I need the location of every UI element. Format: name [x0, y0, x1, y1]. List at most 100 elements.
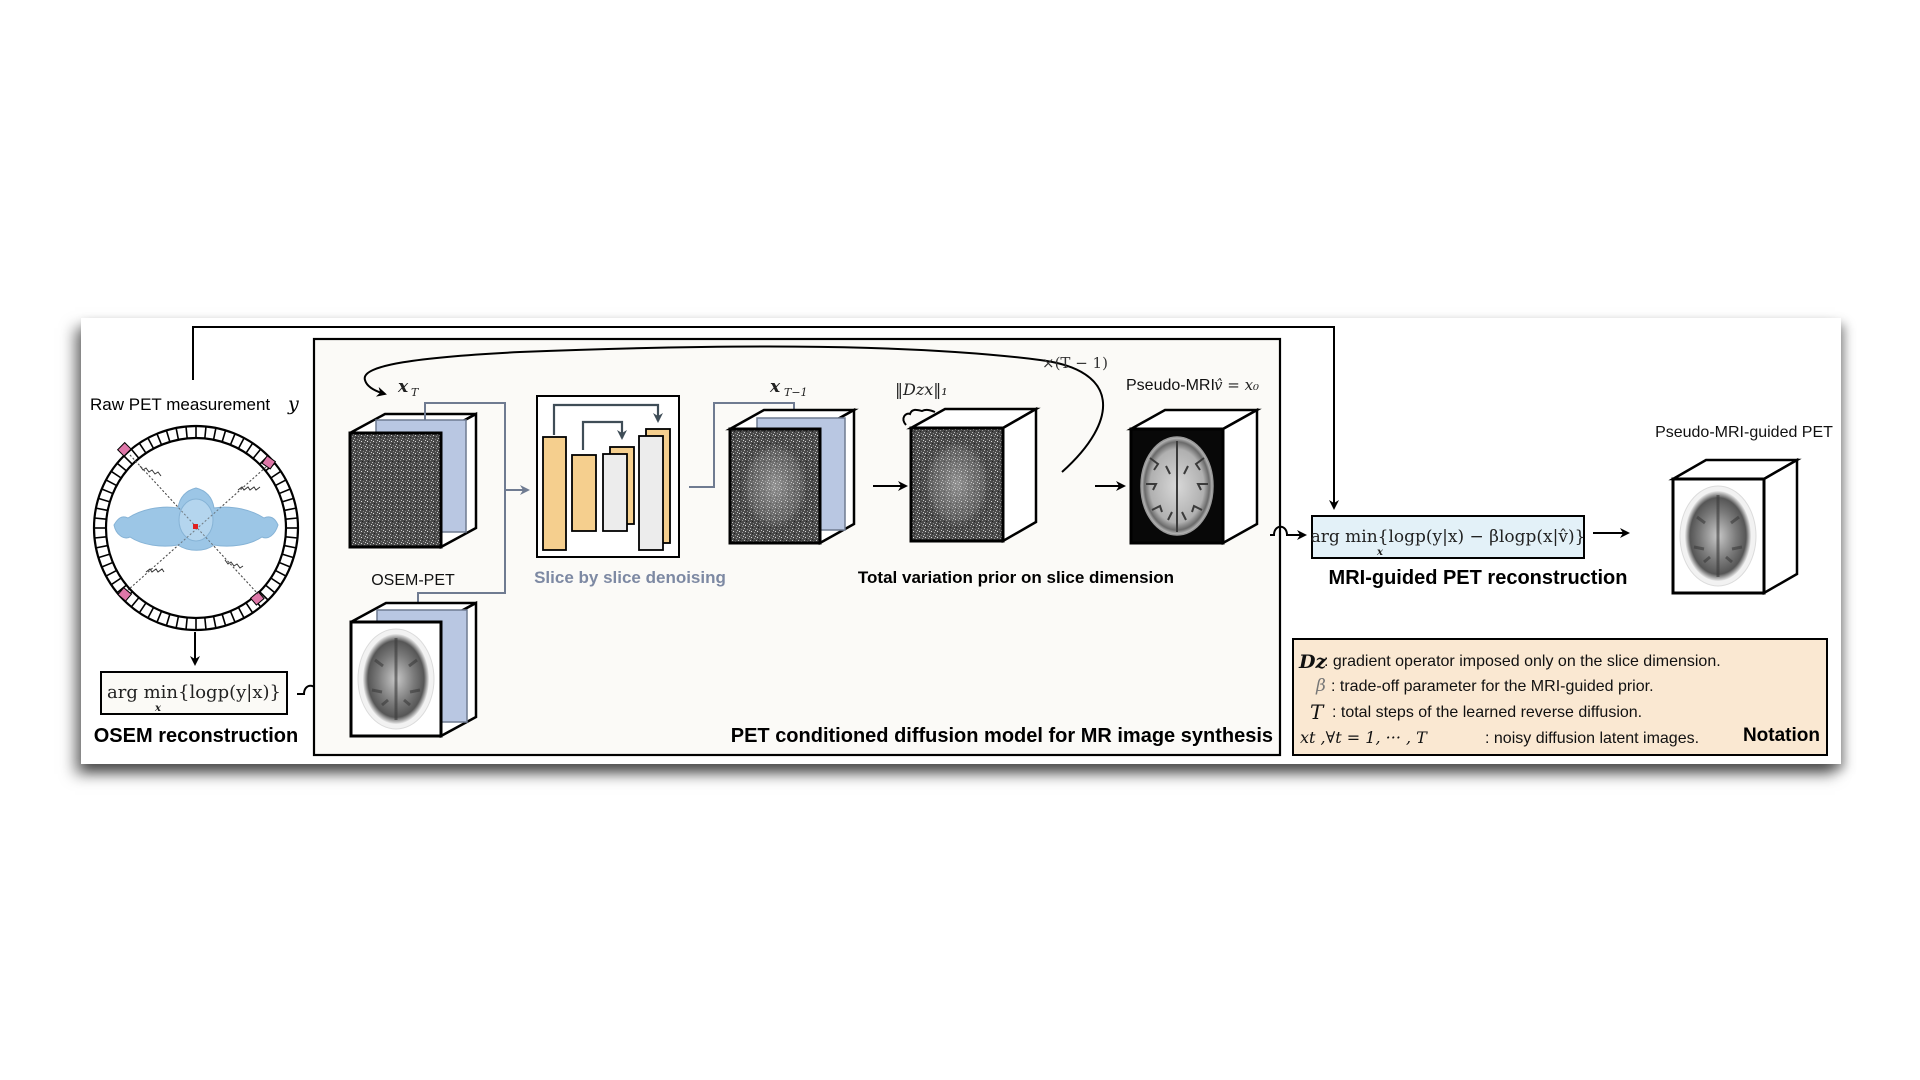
final-pet-volume [1668, 457, 1802, 596]
detector-segment [156, 610, 163, 623]
notation-title: Notation [1743, 725, 1820, 746]
detector-segment [105, 569, 118, 577]
detector-segment [165, 430, 171, 443]
noise-to-unet-connector [424, 402, 530, 495]
detector-segment [130, 597, 140, 608]
detector-segment [110, 577, 122, 586]
notation-symbol-T: T [1310, 700, 1325, 724]
tv-prior-label: Total variation prior on slice dimension [858, 568, 1174, 587]
detector-segment [237, 437, 245, 450]
osem-reconstruction-label: OSEM reconstruction [94, 725, 298, 747]
detector-segment [285, 517, 298, 520]
mri-to-recon-arrow [1270, 525, 1307, 540]
notation-text-beta: : trade-off parameter for the MRI-guided… [1331, 678, 1654, 695]
detector-segment [252, 448, 262, 459]
detector-segment [229, 433, 236, 446]
detector-segment [98, 553, 111, 559]
diffusion-model-label: PET conditioned diffusion model for MR i… [731, 725, 1273, 747]
detector-segment [274, 479, 287, 487]
detector-segment [281, 497, 294, 503]
svg-text:T−1: T−1 [784, 386, 808, 399]
mri-guided-formula-box: arg min{logp(y|x) − βlogp(x|v̂)} x [1311, 515, 1586, 559]
notation-symbol-dz: Dz [1298, 651, 1327, 673]
detector-segment [284, 544, 297, 549]
notation-text-xt: : noisy diffusion latent images. [1485, 730, 1699, 747]
repeat-label: ×(T − 1) [1042, 354, 1108, 372]
osem-formula-box: arg min{logp(y|x)} x [100, 671, 288, 715]
detector-segment [110, 470, 122, 479]
unet-denoiser [536, 395, 680, 558]
notation-symbol-xt: xt ,∀t = 1, ··· , T [1300, 728, 1428, 747]
raw-pet-symbol: y [287, 393, 299, 415]
slice-denoising-label: Slice by slice denoising [534, 568, 726, 587]
noise-volume-xT [348, 411, 478, 550]
detector-segment [98, 497, 111, 503]
detector-segment [101, 561, 114, 568]
mri-guided-formula: arg min{logp(y|x) − βlogp(x|v̂)} [1311, 527, 1586, 547]
detector-segment [278, 561, 291, 568]
detector-segment [156, 433, 163, 446]
detector-segment [278, 488, 291, 495]
svg-text:x: x [154, 703, 162, 714]
xT-label: x [397, 377, 409, 397]
notation-text-T: : total steps of the learned reverse dif… [1332, 704, 1642, 721]
denoised-volume-xT1 [725, 407, 859, 546]
detector-segment [94, 536, 107, 539]
mri-guided-recon-label: MRI-guided PET reconstruction [1329, 567, 1628, 589]
detector-segment [274, 569, 287, 577]
detector-segment [165, 613, 171, 626]
tv-brace-icon [902, 408, 936, 426]
detector-segment [95, 544, 108, 549]
detector-segment [204, 617, 207, 630]
detector-segment [212, 616, 217, 629]
detector-segment [175, 616, 180, 629]
notation-symbol-beta: β [1315, 676, 1326, 696]
svg-text:x: x [1376, 547, 1384, 558]
detector-segment [175, 427, 180, 440]
pseudo-mri-equation: v̂ = x₀ [1214, 376, 1259, 394]
detector-segment [204, 426, 207, 439]
detector-segment [185, 617, 188, 630]
osem-pet-label: OSEM-PET [371, 572, 455, 589]
osem-formula: arg min{logp(y|x)} [107, 682, 281, 703]
detector-segment [281, 553, 294, 559]
detector-segment [116, 462, 127, 472]
detector-segment [245, 442, 254, 454]
raw-pet-label: Raw PET measurement [90, 395, 270, 414]
detector-segment [265, 584, 276, 594]
detector-segment [284, 507, 297, 512]
detector-segment [221, 613, 227, 626]
detector-segment [123, 455, 133, 465]
detector-segment [237, 606, 245, 619]
detector-segment [130, 448, 140, 459]
detector-segment [270, 577, 282, 586]
reverse-diffusion-loop-arrow [363, 345, 1105, 473]
detector-segment [259, 591, 269, 601]
patient-body-icon [113, 454, 279, 595]
detector-segment [105, 479, 118, 487]
tv-regularized-volume [906, 406, 1041, 544]
detector-segment [147, 437, 155, 450]
xT1-label: x [769, 377, 781, 397]
condition-to-unet-connector [417, 490, 506, 606]
detector-segment [185, 426, 188, 439]
detector-segment [138, 602, 147, 614]
notation-text-dz: : gradient operator imposed only on the … [1324, 653, 1721, 670]
pseudo-mri-volume [1126, 407, 1262, 546]
detector-segment [270, 470, 282, 479]
detector-segment [147, 606, 155, 619]
detector-segment [221, 430, 227, 443]
pseudo-mri-guided-pet-label: Pseudo-MRI-guided PET [1655, 424, 1833, 441]
notation-box: Dz : gradient operator imposed only on t… [1292, 638, 1828, 756]
tv-norm-label: ‖Dzx‖₁ [895, 380, 948, 399]
detector-segment [229, 610, 236, 623]
detector-segment [212, 427, 217, 440]
osem-pet-volume [349, 600, 478, 739]
detector-segment [94, 517, 107, 520]
svg-text:T: T [411, 386, 420, 399]
detector-segment [95, 507, 108, 512]
unet-to-xT1-connector [689, 402, 799, 488]
detector-segment [138, 442, 147, 454]
